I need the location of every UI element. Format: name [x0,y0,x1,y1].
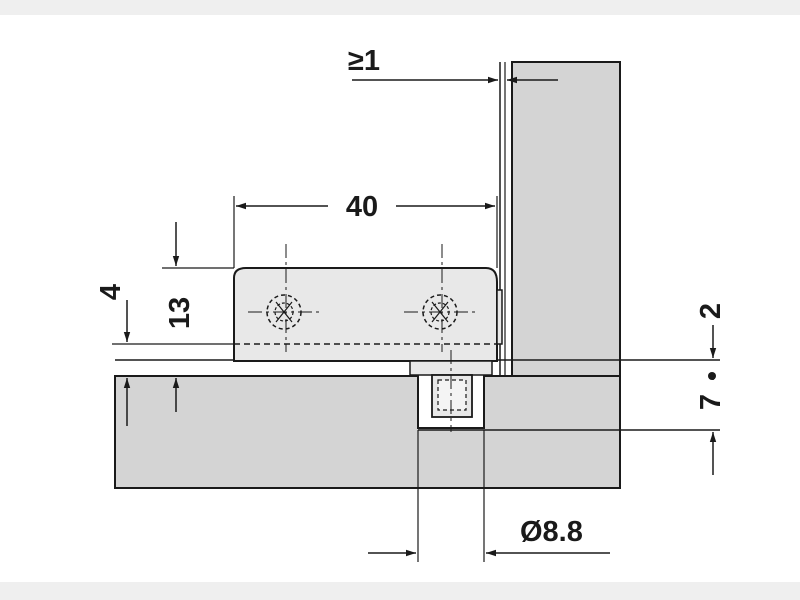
label-height: 13 [164,297,196,329]
screw-hole-right [404,244,478,352]
label-gap-min: ≥1 [348,45,380,77]
label-width: 40 [346,191,378,223]
dimension-width [233,196,498,268]
label-depth: 7 [695,394,727,410]
label-offset-top: 2 [695,303,727,319]
hinge-dowel [409,350,493,432]
hinge-body [233,267,498,362]
dimension-overlap [112,300,234,426]
dimension-diameter [368,430,610,562]
dimension-height [162,222,234,412]
base-panel [114,375,621,489]
label-overlap: 4 [95,284,127,300]
dimension-offset [708,325,717,380]
hinge-clamp-edge [496,289,503,345]
screw-hole-left [248,244,322,352]
vertical-panel [511,61,621,377]
bottom-frame-band [0,582,800,600]
label-diameter: Ø8.8 [520,516,583,548]
top-frame-band [0,0,800,15]
